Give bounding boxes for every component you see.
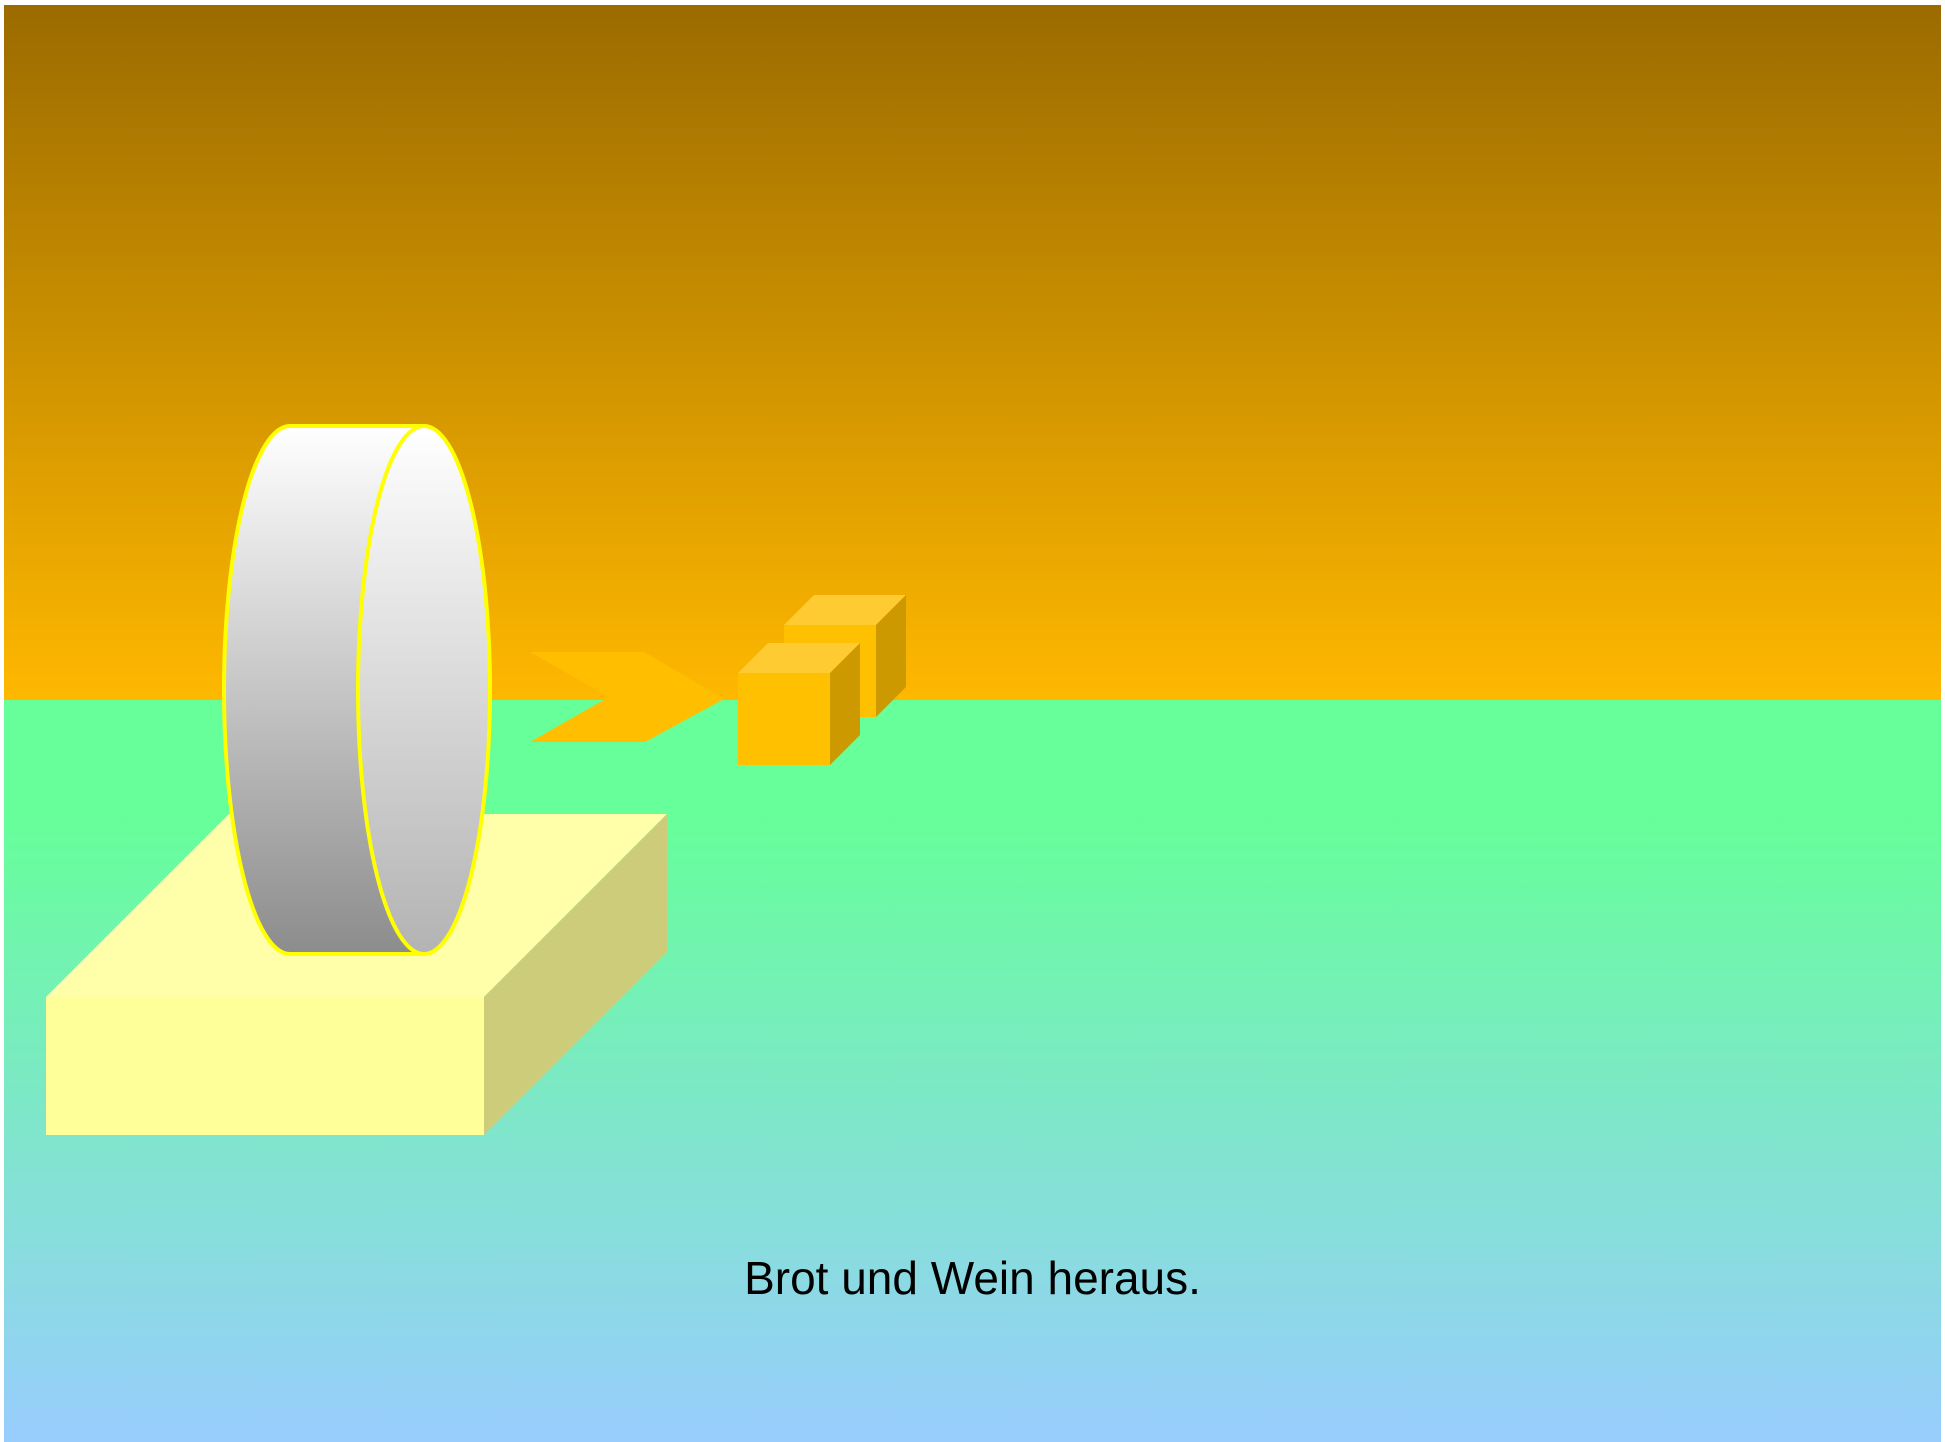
disc-face (358, 426, 490, 954)
cube-front-face (738, 673, 830, 765)
millstone-disc-icon (224, 426, 490, 954)
caption-text: Brot und Wein heraus. (0, 1255, 1945, 1301)
cube-icon (738, 643, 860, 765)
slab-front-face (46, 997, 484, 1135)
